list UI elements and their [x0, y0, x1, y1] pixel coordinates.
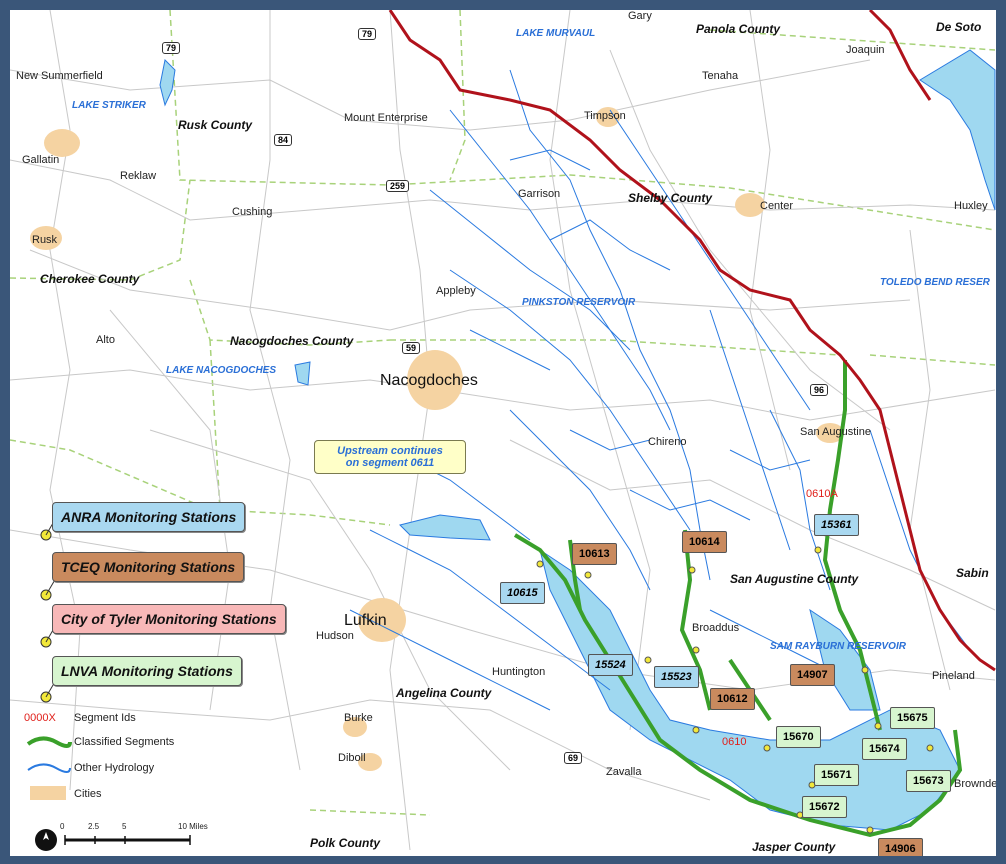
town-label: Burke — [344, 712, 373, 724]
town-label: New Summerfield — [16, 70, 103, 82]
legend-classified-label: Classified Segments — [74, 736, 175, 748]
town-label: Cushing — [232, 206, 273, 218]
county-label: Jasper County — [752, 840, 836, 854]
town-label: Hudson — [316, 630, 354, 642]
county-label: Nacogdoches County — [230, 334, 354, 348]
county-boundaries — [10, 10, 996, 816]
lnva-station-label[interactable]: 15674 — [862, 738, 907, 760]
town-label: Huntington — [492, 666, 546, 678]
town-label: Alto — [96, 334, 115, 346]
legend-anra-stations: ANRA Monitoring Stations — [52, 502, 246, 532]
town-label: Garrison — [518, 188, 561, 200]
state-border-line — [388, 10, 996, 672]
highway-shield: 59 — [402, 342, 421, 354]
county-label: Polk County — [310, 836, 381, 850]
county-label: Angelina County — [396, 686, 492, 700]
city-label: Lufkin — [344, 612, 387, 629]
scale-tick: 0 — [60, 822, 65, 831]
county-label: Rusk County — [178, 118, 253, 132]
highway-shield: 259 — [386, 180, 410, 192]
tceq-station-label[interactable]: 14906 — [878, 838, 923, 856]
legend-tceq-stations: TCEQ Monitoring Stations — [52, 552, 245, 582]
tceq-station-label[interactable]: 10612 — [710, 688, 755, 710]
upstream-callout: Upstream continues on segment 0611 — [314, 440, 466, 474]
legend-segment-id-sample: 0000X — [24, 712, 56, 724]
county-label: De Soto — [936, 20, 982, 34]
town-label: Diboll — [338, 752, 366, 764]
tceq-station-label[interactable]: 10613 — [572, 543, 617, 565]
town-label: Broaddus — [692, 622, 740, 634]
town-label: Center — [760, 200, 794, 212]
town-label: Pineland — [932, 670, 975, 682]
anra-station-label[interactable]: 15523 — [654, 666, 699, 688]
lnva-station-label[interactable]: 15670 — [776, 726, 821, 748]
town-label: Gary — [628, 10, 652, 22]
segment-id-label: 0610A — [806, 488, 838, 500]
legend-cities-label: Cities — [74, 788, 102, 800]
legend-symbols — [26, 517, 191, 851]
lake-label: LAKE NACOGDOCHES — [166, 365, 277, 376]
lake-label: TOLEDO BEND RESER — [880, 277, 990, 288]
town-label: Timpson — [584, 110, 626, 122]
scale-tick: 10 Miles — [178, 822, 208, 831]
lnva-station-label[interactable]: 15673 — [906, 770, 951, 792]
town-label: Chireno — [648, 436, 687, 448]
tceq-station-label[interactable]: 14907 — [790, 664, 835, 686]
town-label: Reklaw — [120, 170, 157, 182]
lnva-station-label[interactable]: 15671 — [814, 764, 859, 786]
lake-label: PINKSTON RESERVOIR — [522, 297, 636, 308]
callout-line: Upstream continues — [337, 445, 443, 457]
lnva-station-label[interactable]: 15675 — [890, 707, 935, 729]
tceq-station-label[interactable]: 10614 — [682, 531, 727, 553]
highway-shield: 79 — [162, 42, 181, 54]
lake-label: LAKE STRIKER — [72, 100, 146, 111]
legend-tyler-stations: City of Tyler Monitoring Stations — [52, 604, 286, 634]
map-canvas[interactable]: 79 79 84 259 59 96 69 Panola County De S… — [10, 10, 996, 856]
lnva-station-label[interactable]: 15672 — [802, 796, 847, 818]
town-label: Zavalla — [606, 766, 642, 778]
town-label: Mount Enterprise — [344, 112, 428, 124]
county-label: Panola County — [696, 22, 781, 36]
callout-line: on segment 0611 — [345, 457, 435, 469]
map-graphics — [10, 10, 996, 851]
county-label: San Augustine County — [730, 572, 859, 586]
city-label: Nacogdoches — [380, 372, 478, 389]
town-label: Joaquin — [846, 44, 885, 56]
lake-label: SAM RAYBURN RESERVOIR — [770, 641, 906, 652]
highway-shield: 69 — [564, 752, 583, 764]
legend-hydrology-label: Other Hydrology — [74, 762, 155, 774]
anra-station-label[interactable]: 10615 — [500, 582, 545, 604]
highway-shield: 79 — [358, 28, 377, 40]
legend-segment-id-label: Segment Ids — [74, 712, 136, 724]
state-border-north — [868, 10, 932, 101]
town-label: Gallatin — [22, 154, 60, 166]
classified-segments — [513, 360, 963, 838]
legend-lnva-stations: LNVA Monitoring Stations — [52, 656, 242, 686]
segment-id-label: 0610 — [722, 736, 747, 748]
town-label: San Augustine — [800, 426, 871, 438]
highway-shield: 84 — [274, 134, 293, 146]
town-label: Tenaha — [702, 70, 739, 82]
town-label: Rusk — [32, 234, 58, 246]
anra-station-label[interactable]: 15361 — [814, 514, 859, 536]
county-label: Sabin — [956, 566, 989, 580]
town-label: Huxley — [954, 200, 988, 212]
lake-label: LAKE MURVAUL — [516, 28, 596, 39]
lakes — [159, 49, 996, 831]
scale-tick: 5 — [122, 822, 127, 831]
county-label: Shelby County — [628, 191, 713, 205]
scale-tick: 2.5 — [88, 822, 100, 831]
highway-shield: 96 — [810, 384, 829, 396]
county-label: Cherokee County — [40, 272, 140, 286]
town-label: Appleby — [436, 285, 476, 297]
town-label: Browndell — [954, 778, 996, 790]
anra-station-label[interactable]: 15524 — [588, 654, 633, 676]
city-areas — [30, 107, 844, 771]
